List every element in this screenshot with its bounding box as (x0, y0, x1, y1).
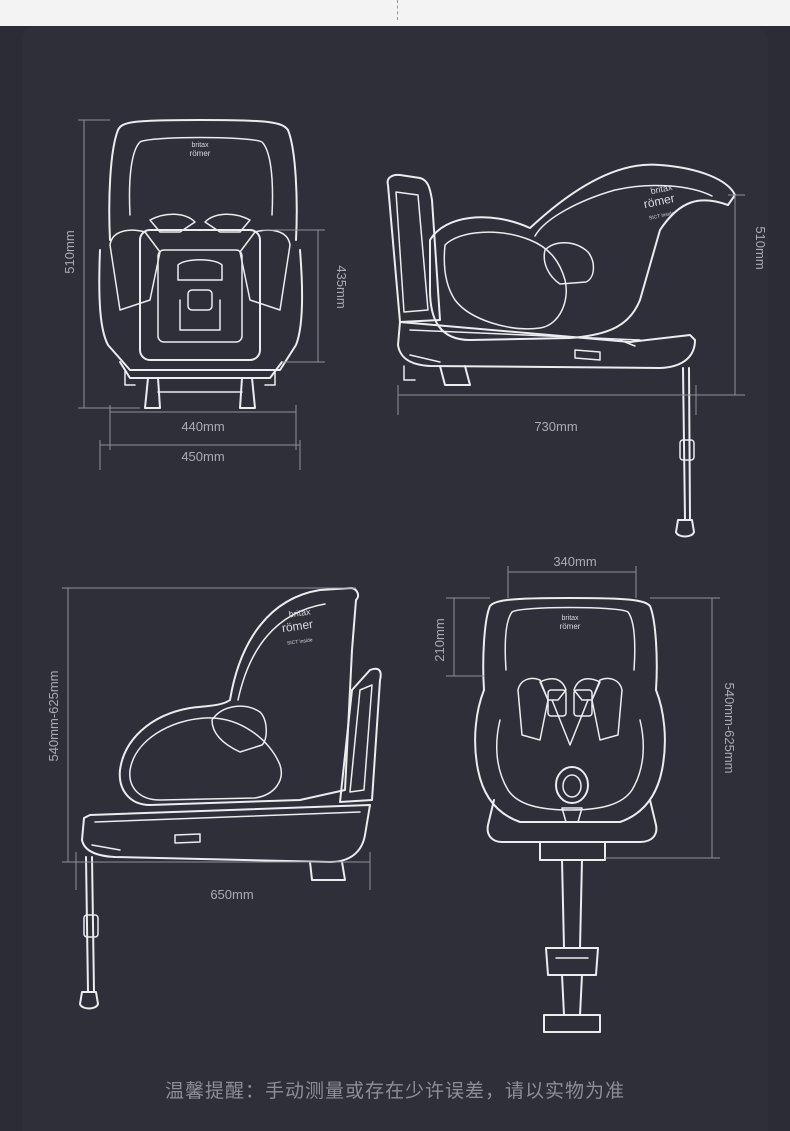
side-reclined-dimensions (397, 194, 745, 415)
logo-romer: römer (560, 622, 581, 631)
front-view-dimensions (78, 119, 325, 470)
front-upright-headrest-label: 210mm (432, 618, 447, 661)
logo-britax: britax (191, 142, 209, 149)
front-upright-height-label: 540mm-625mm (722, 682, 737, 773)
front-upright-logo: britax römer (560, 615, 581, 631)
side-reclined-height-label: 510mm (753, 226, 768, 269)
side-reclined-length-label: 730mm (534, 419, 577, 434)
front-inner-height-label: 435mm (334, 265, 349, 308)
side-upright-seat (79, 587, 382, 1010)
side-reclined-seat (386, 163, 736, 538)
front-inner-width-label: 440mm (181, 419, 224, 434)
front-outer-width-label: 450mm (181, 449, 224, 464)
logo-britax: britax (288, 606, 312, 619)
side-reclined-logo: britax römer SICT inside (642, 182, 676, 222)
front-view-logo: britax römer (190, 142, 211, 158)
top-strip (0, 0, 790, 26)
side-upright-height-label: 540mm-625mm (46, 670, 61, 761)
logo-romer: römer (642, 191, 676, 211)
footer-note: 温馨提醒：手动测量或存在少许误差，请以实物为准 (164, 1080, 625, 1102)
side-upright-length-label: 650mm (210, 887, 253, 902)
crop-mark (397, 0, 399, 20)
front-height-label: 510mm (62, 230, 77, 273)
side-upright-dimensions (62, 587, 371, 890)
logo-britax: britax (561, 615, 579, 622)
logo-romer: römer (190, 149, 211, 158)
logo-romer: römer (281, 617, 314, 635)
front-view-seat (98, 119, 304, 409)
logo-britax: britax (650, 182, 674, 196)
side-upright-logo: britax römer SICT inside (281, 606, 314, 646)
logo-model: SICT inside (287, 637, 314, 647)
front-upright-width-label: 340mm (553, 554, 596, 569)
logo-model: SICT inside (649, 210, 676, 221)
background-panel (22, 26, 768, 1131)
front-upright-dimensions (446, 566, 720, 859)
front-upright-seat (474, 597, 666, 1033)
